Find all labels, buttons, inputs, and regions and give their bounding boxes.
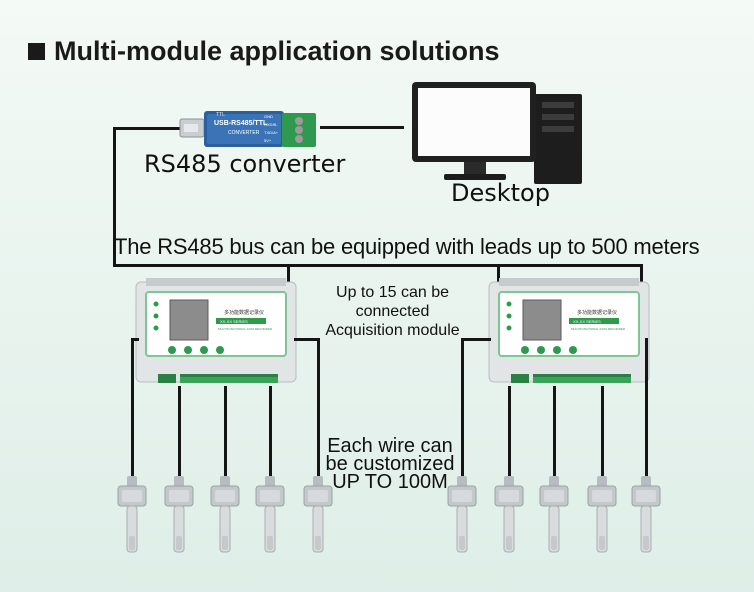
page-title-text: Multi-module application solutions <box>54 36 500 66</box>
sensor-probe-icon <box>539 476 569 553</box>
module-right-badge: XX-XX SERIES <box>573 319 601 324</box>
converter-pin-3: TXD/A+ <box>264 130 279 135</box>
sensor-wire-r1-top <box>461 338 491 341</box>
sensor-probe <box>209 476 241 554</box>
sensor-wire-l3 <box>224 386 227 480</box>
sensor-probe <box>630 476 662 554</box>
sensor-probe-icon <box>447 476 477 553</box>
sensor-wire-l1 <box>131 338 134 480</box>
sensor-wire-l2 <box>178 386 181 480</box>
desktop-computer <box>410 78 586 190</box>
module-note-line-1: Up to 15 can be <box>336 284 449 301</box>
bus-wire-left-vertical <box>113 127 116 266</box>
sensor-probe-icon <box>631 476 661 553</box>
converter-to-desktop-wire <box>320 126 404 129</box>
desktop-label: Desktop <box>451 179 550 207</box>
bus-drop-left-module <box>287 264 290 288</box>
wire-note-line-1: Each wire can <box>327 435 453 457</box>
sensor-probe <box>302 476 334 554</box>
sensor-probe <box>586 476 618 554</box>
module-left-badge: XX-XX SERIES <box>220 319 248 324</box>
sensor-probe-icon <box>494 476 524 553</box>
converter-side-text: TTL <box>216 112 225 118</box>
acquisition-module-right: 多功能数据记录仪 XX-XX SERIES MULTIFUNCTIONAL DA… <box>488 278 650 386</box>
sensor-probe-icon <box>587 476 617 553</box>
acquisition-module-left: 多功能数据记录仪 XX-XX SERIES MULTIFUNCTIONAL DA… <box>135 278 297 386</box>
desktop-computer-icon <box>412 82 582 184</box>
sensor-wire-r5 <box>645 338 648 480</box>
sensor-probe <box>446 476 478 554</box>
converter-device-subtext: CONVERTER <box>228 130 260 136</box>
sensor-probe-icon <box>164 476 194 553</box>
sensor-probe-icon <box>210 476 240 553</box>
sensor-wire-l4 <box>269 386 272 480</box>
sensor-probe-icon <box>303 476 333 553</box>
sensor-wire-l5-top <box>294 338 320 341</box>
sensor-wire-r2 <box>508 386 511 480</box>
converter-label: RS485 converter <box>144 150 346 178</box>
acquisition-module-left-shape <box>135 278 297 383</box>
module-note-line-3: Acquisition module <box>325 322 460 339</box>
module-left-subtitle: MULTIFUNCTIONAL DATA RECORDER <box>218 327 273 331</box>
sensor-probe <box>254 476 286 554</box>
module-left-title: 多功能数据记录仪 <box>224 310 265 316</box>
converter-pin-1: GND <box>264 114 273 119</box>
sensor-probe-icon <box>255 476 285 553</box>
sensor-probe <box>538 476 570 554</box>
bullet-square-icon <box>28 43 45 60</box>
acquisition-module-right-shape <box>488 278 650 383</box>
module-note: Up to 15 can be connected Acquisition mo… <box>300 283 485 340</box>
converter-device-text: USB-RS485/TTL <box>214 120 268 127</box>
bus-wire-horizontal <box>113 264 643 267</box>
bus-note: The RS485 bus can be equipped with leads… <box>114 234 700 259</box>
module-right-subtitle: MULTIFUNCTIONAL DATA RECORDER <box>571 327 626 331</box>
sensor-probe <box>493 476 525 554</box>
bus-wire-right-vertical <box>640 264 643 288</box>
sensor-wire-r3 <box>553 386 556 480</box>
module-note-line-2: connected <box>355 303 430 320</box>
wire-note-line-2: be customized <box>325 453 455 475</box>
wire-note: Each wire can be customized UP TO 100M <box>316 435 464 493</box>
module-right-title: 多功能数据记录仪 <box>577 310 618 316</box>
sensor-probe <box>163 476 195 554</box>
sensor-probe-icon <box>117 476 147 553</box>
sensor-wire-l5 <box>317 338 320 480</box>
page-title: Multi-module application solutions <box>28 36 500 67</box>
bus-drop-right-module <box>497 264 500 288</box>
rs485-converter-device: USB-RS485/TTL CONVERTER TTL GND RXD/B- T… <box>178 108 320 150</box>
sensor-wire-r4 <box>601 386 604 480</box>
sensor-wire-l1-top <box>131 338 139 341</box>
usb-converter-icon <box>179 111 316 147</box>
bus-wire-top-left <box>113 127 185 130</box>
converter-pin-4: 5V+ <box>264 138 272 143</box>
wire-note-line-3: UP TO 100M <box>332 471 448 493</box>
sensor-probe <box>116 476 148 554</box>
sensor-wire-r1 <box>461 338 464 480</box>
converter-pin-2: RXD/B- <box>264 122 278 127</box>
